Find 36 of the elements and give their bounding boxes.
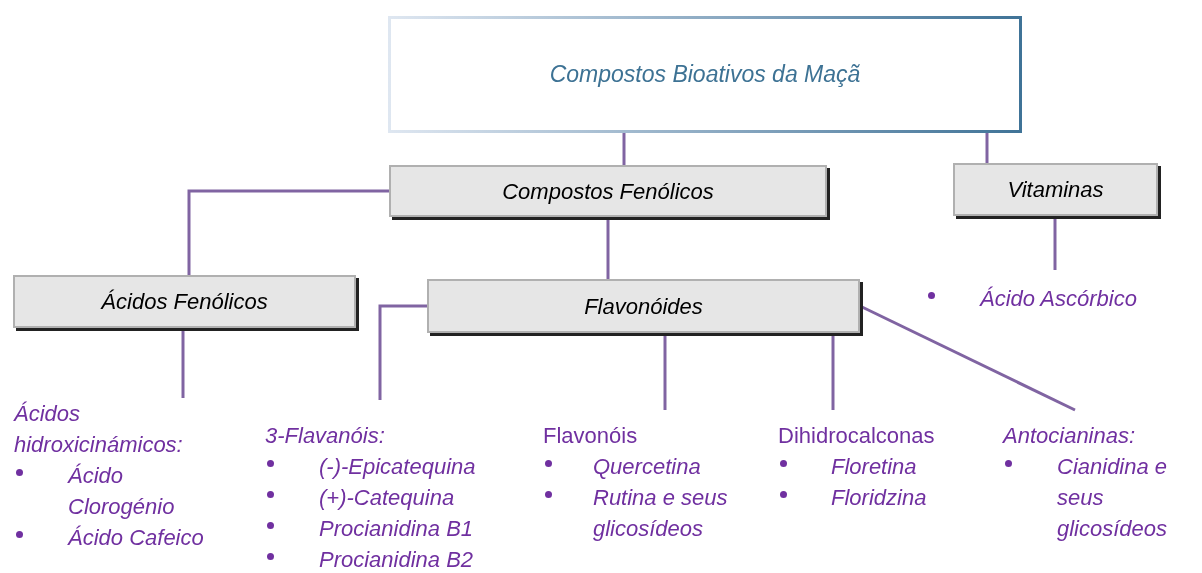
- category-box: [427, 279, 860, 333]
- list-item: Ácido Ascórbico: [980, 286, 1137, 311]
- connector-line: [606, 217, 610, 279]
- group-heading: Dihidrocalconas: [778, 422, 936, 450]
- list-item: Procianidina B1: [319, 516, 474, 541]
- list-item: Cianidina e seus glicosídeos: [1057, 454, 1168, 541]
- title-box: [388, 16, 1022, 133]
- group-heading: Antocianinas:: [1003, 422, 1137, 450]
- title-text: Compostos Bioativos da Maçã: [549, 60, 861, 90]
- category-label: Flavonóides: [584, 292, 703, 321]
- connector-line: [181, 328, 185, 398]
- connector-line: [831, 333, 835, 410]
- connector-line: [187, 189, 389, 275]
- list-item: Ácido Cafeico: [68, 525, 204, 550]
- connector-line: [1053, 216, 1057, 270]
- list-item: Ácido Clorogénio: [68, 463, 175, 519]
- category-box: [953, 163, 1158, 216]
- list-item: Quercetina: [593, 454, 701, 479]
- list-item: Floridzina: [831, 485, 927, 510]
- category-label: Ácidos Fenólicos: [101, 288, 268, 316]
- group-heading: Ácidos hidroxicinámicos:: [14, 400, 184, 459]
- connector-line: [663, 333, 667, 410]
- list-item: (-)-Epicatequina: [319, 454, 476, 479]
- category-label: Vitaminas: [1007, 176, 1104, 204]
- list-item: Rutina e seus glicosídeos: [593, 485, 728, 541]
- category-box: [389, 165, 827, 217]
- group-heading: 3-Flavanóis:: [265, 422, 386, 450]
- category-label: Compostos Fenólicos: [502, 177, 714, 206]
- list-item: Procianidina B2: [319, 547, 474, 572]
- category-box: [13, 275, 356, 328]
- connector-line: [985, 133, 989, 163]
- group-heading: Flavonóis: [543, 422, 639, 450]
- connector-line: [378, 304, 427, 400]
- list-item: Floretina: [831, 454, 917, 479]
- list-item: (+)-Catequina: [319, 485, 455, 510]
- connector-line: [622, 133, 626, 165]
